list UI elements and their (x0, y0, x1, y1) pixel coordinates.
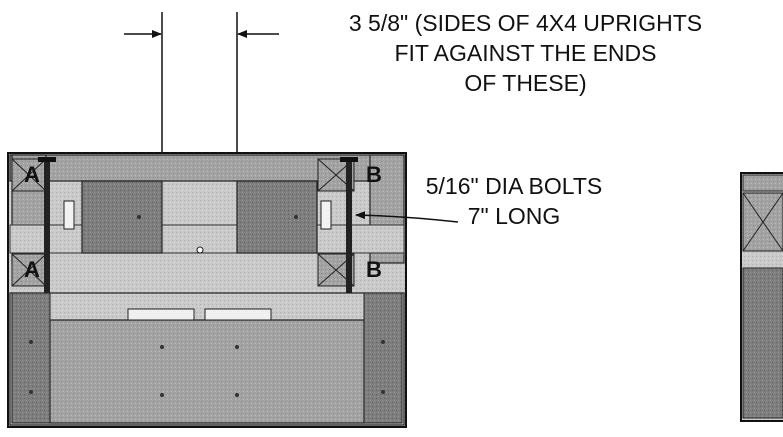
inner-lower-panel (49, 319, 365, 424)
side-view-partial (740, 172, 783, 422)
hinge-left (63, 200, 75, 230)
bolt-leader-line (355, 211, 459, 223)
side-view-lower-block (742, 267, 783, 419)
side-view-top-block (742, 174, 783, 192)
hinge-right (320, 200, 332, 230)
bolt-callout-line-2: 7" LONG (467, 203, 561, 229)
side-view-nut-block (742, 192, 783, 252)
panel-screw (29, 390, 33, 394)
panel-screw (160, 393, 164, 397)
panel-screw (235, 393, 239, 397)
dimension-callout-line-1: 3 5/8" (SIDES OF 4X4 UPRIGHTS (348, 10, 703, 36)
bolt-right (346, 161, 352, 313)
bolt-tag-right-bottom: B (366, 257, 382, 282)
bolt-left-head (38, 157, 56, 162)
panel-screw (235, 345, 239, 349)
dimension-callout: 3 5/8" (SIDES OF 4X4 UPRIGHTS FIT AGAINS… (268, 8, 783, 98)
panel-screw (381, 390, 385, 394)
spacer-block-right (236, 180, 318, 254)
spacer-screw-left (137, 215, 141, 219)
center-hole (196, 246, 204, 254)
bolt-left (44, 161, 50, 313)
center-board-left (127, 308, 195, 321)
middle-rail (9, 224, 405, 254)
nut-block-left-bottom (11, 253, 47, 287)
bolt-tag-right-top: B (366, 162, 382, 187)
panel-screw (381, 340, 385, 344)
panel-screw (29, 340, 33, 344)
nut-block-left-top (11, 158, 47, 192)
bolt-callout: 5/16" DIA BOLTS 7" LONG (404, 171, 624, 231)
main-assembly: A A B B (7, 152, 407, 428)
bolt-right-head (340, 157, 358, 162)
bolt-tag-left-bottom: A (24, 257, 40, 282)
panel-screw (160, 345, 164, 349)
center-board-right (204, 308, 272, 321)
bolt-callout-line-1: 5/16" DIA BOLTS (425, 173, 603, 199)
bolt-tag-left-top: A (24, 162, 40, 187)
spacer-screw-right (294, 215, 298, 219)
lower-right-post (363, 292, 403, 424)
spacer-block-left (81, 180, 163, 254)
dimension-callout-line-2: FIT AGAINST THE ENDS (394, 40, 657, 66)
lower-left-post (11, 292, 51, 424)
dimension-callout-line-3: OF THESE) (464, 70, 587, 96)
